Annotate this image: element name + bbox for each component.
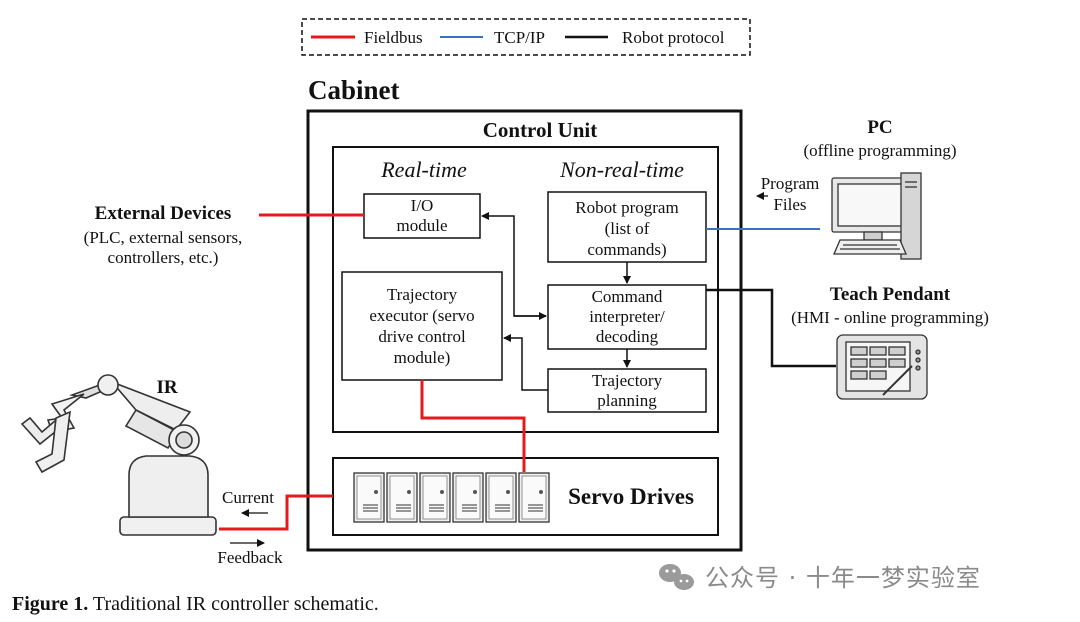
cabinet-title: Cabinet	[308, 75, 400, 105]
servo-drive-unit	[386, 472, 418, 523]
robot-protocol-pendant	[706, 288, 836, 368]
trajectory-planning-line2: planning	[597, 391, 657, 410]
current-label: Current	[222, 488, 274, 507]
teach-pendant-icon	[836, 334, 928, 400]
robot-program-line1: Robot program	[575, 198, 678, 217]
trajectory-executor-box	[341, 271, 503, 381]
internal-connections	[481, 212, 631, 391]
legend-border	[301, 18, 751, 56]
command-interpreter-line3: decoding	[596, 327, 659, 346]
servo-drive-unit	[485, 472, 517, 523]
teach-pendant-title: Teach Pendant	[830, 284, 951, 305]
program-files-line2: Files	[773, 195, 806, 214]
watermark: 公众号 · 十年一梦实验室	[659, 564, 981, 592]
robot-arm-icon	[20, 374, 217, 536]
robot-program-box	[547, 191, 707, 263]
fieldbus-servo-to-robot	[219, 494, 333, 531]
command-interpreter-box	[547, 284, 707, 350]
trajectory-planning-box	[547, 368, 707, 413]
teach-pendant-desc: (HMI - online programming)	[791, 308, 989, 327]
legend-fieldbus-label: Fieldbus	[364, 28, 423, 47]
external-devices-desc-line1: (PLC, external sensors,	[84, 228, 243, 247]
legend-robot-protocol-label: Robot protocol	[622, 28, 725, 47]
control-unit-title: Control Unit	[483, 118, 598, 142]
legend-tcpip-label: TCP/IP	[494, 28, 545, 47]
trajectory-executor-line2: executor (servo	[369, 306, 474, 325]
fieldbus-connections	[219, 213, 526, 531]
trajectory-executor-line4: module)	[394, 348, 451, 367]
watermark-text: 公众号 · 十年一梦实验室	[705, 564, 981, 592]
trajectory-executor-line3: drive control	[378, 327, 466, 346]
wechat-icon	[659, 564, 694, 590]
servo-drives-label: Servo Drives	[568, 484, 694, 509]
servo-drive-unit	[452, 472, 484, 523]
servo-drive-units	[353, 472, 550, 523]
pc-title: PC	[867, 117, 892, 138]
cabinet-box	[306, 109, 743, 552]
robot-program-line3: commands)	[587, 240, 666, 259]
command-interpreter-line2: interpreter/	[589, 307, 665, 326]
program-files-line1: Program	[761, 174, 820, 193]
arrow-planning-to-executor	[503, 334, 548, 391]
caption-text: Traditional IR controller schematic.	[88, 593, 379, 615]
command-interpreter-line1: Command	[592, 287, 663, 306]
feedback-label: Feedback	[217, 548, 283, 567]
io-module-line1: I/O	[411, 196, 434, 215]
io-module-box	[363, 193, 481, 239]
external-devices-title: External Devices	[95, 203, 232, 224]
caption-label: Figure 1.	[12, 593, 88, 615]
pc-desc: (offline programming)	[803, 141, 956, 160]
figure-caption: Figure 1. Traditional IR controller sche…	[12, 593, 379, 615]
io-module-line2: module	[397, 216, 448, 235]
external-devices-desc-line2: controllers, etc.)	[108, 248, 219, 267]
realtime-label: Real-time	[380, 157, 467, 182]
nonrealtime-label: Non-real-time	[559, 157, 684, 182]
pc-computer-icon	[831, 172, 922, 260]
trajectory-planning-line1: Trajectory	[592, 371, 663, 390]
legend: Fieldbus TCP/IP Robot protocol	[301, 18, 751, 56]
trajectory-executor-line1: Trajectory	[387, 285, 458, 304]
servo-drive-unit	[518, 472, 550, 523]
servo-drive-unit	[353, 472, 385, 523]
robot-program-line2: (list of	[605, 219, 650, 238]
fieldbus-executor-to-servo	[420, 380, 526, 472]
robot-label: IR	[156, 377, 177, 398]
servo-drive-unit	[419, 472, 451, 523]
